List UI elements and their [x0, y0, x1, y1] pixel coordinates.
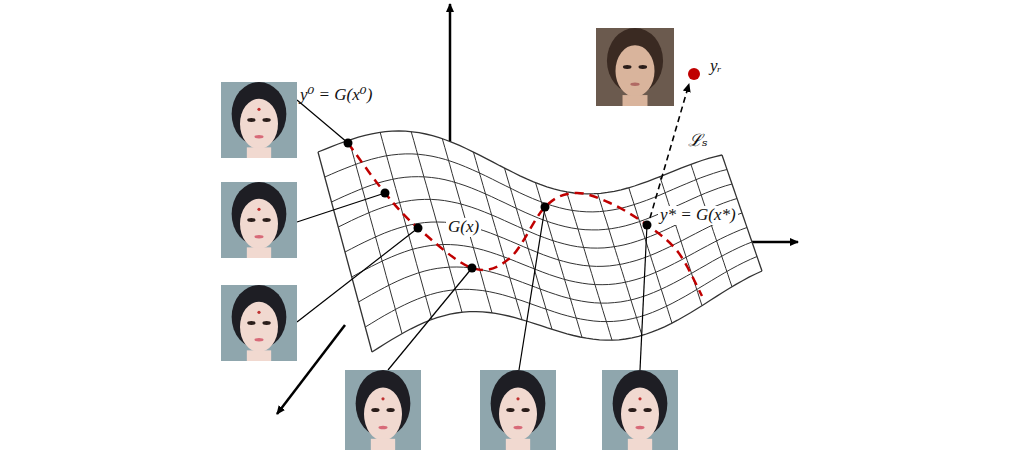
face-image — [602, 370, 678, 450]
face-skin — [616, 45, 655, 96]
leader-line — [640, 225, 647, 370]
math-label: yᵣ — [708, 57, 724, 76]
grid-line — [365, 257, 757, 328]
image-background — [221, 182, 297, 258]
eye — [262, 321, 270, 325]
lips — [630, 82, 639, 85]
forehead-mark — [257, 108, 260, 111]
eye — [247, 218, 255, 222]
forehead-mark — [638, 397, 641, 400]
eye — [628, 408, 636, 412]
grid-line — [372, 271, 762, 352]
math-label: y⁰ = G(x⁰) — [298, 86, 374, 105]
point-dot — [414, 224, 423, 233]
face-skin — [240, 302, 278, 352]
eye — [639, 65, 648, 69]
neck — [628, 439, 652, 450]
leader-line — [297, 193, 385, 222]
eye — [262, 118, 270, 122]
face-image — [221, 285, 297, 361]
face-image — [221, 182, 297, 258]
math-label: G(x) — [446, 218, 481, 237]
face-skin — [499, 388, 537, 441]
point-dot — [468, 264, 477, 273]
point-dot — [643, 221, 652, 230]
eye — [247, 118, 255, 122]
neck — [371, 439, 395, 450]
optimization-path — [348, 143, 702, 296]
point-dot — [381, 189, 390, 198]
face-image — [480, 370, 556, 450]
lips — [513, 426, 522, 430]
target-dot — [688, 68, 700, 80]
face-image — [596, 28, 674, 106]
leader-line — [388, 268, 472, 370]
axis-arrow — [449, 4, 452, 150]
face-image — [221, 82, 297, 158]
image-background — [602, 370, 678, 450]
forehead-mark — [257, 311, 260, 314]
image-background — [345, 370, 421, 450]
eye — [262, 218, 270, 222]
grid-line — [352, 228, 747, 285]
eye — [371, 408, 379, 412]
image-background — [221, 285, 297, 361]
face-skin — [240, 199, 278, 249]
lips — [254, 135, 263, 138]
leader-line — [519, 207, 545, 370]
forehead-mark — [257, 208, 260, 211]
lips — [254, 235, 263, 238]
eye — [521, 408, 529, 412]
point-dot — [541, 203, 550, 212]
image-background — [480, 370, 556, 450]
math-label: y* = G(x*) — [658, 206, 738, 225]
forehead-mark — [381, 397, 384, 400]
lips — [254, 338, 263, 341]
grid-line — [442, 139, 492, 313]
point-dot — [344, 139, 353, 148]
neck — [623, 95, 648, 106]
neck — [247, 247, 271, 258]
face-image — [345, 370, 421, 450]
leader-line — [297, 228, 418, 322]
lips — [378, 426, 387, 430]
math-label: ℒₛ — [686, 132, 710, 151]
eye — [386, 408, 394, 412]
forehead-mark — [516, 397, 519, 400]
grid-line — [338, 199, 737, 249]
image-background — [596, 28, 674, 106]
grid-line — [325, 154, 727, 212]
image-background — [221, 82, 297, 158]
neck — [247, 147, 271, 158]
face-skin — [621, 388, 659, 441]
face-skin — [364, 388, 402, 441]
face-skin — [240, 99, 278, 149]
eye — [623, 65, 632, 69]
neck — [247, 350, 271, 361]
lips — [635, 426, 644, 430]
grid-line — [359, 242, 753, 303]
eye — [247, 321, 255, 325]
eye — [506, 408, 514, 412]
eye — [643, 408, 651, 412]
leader-line — [297, 100, 348, 143]
neck — [506, 439, 530, 450]
